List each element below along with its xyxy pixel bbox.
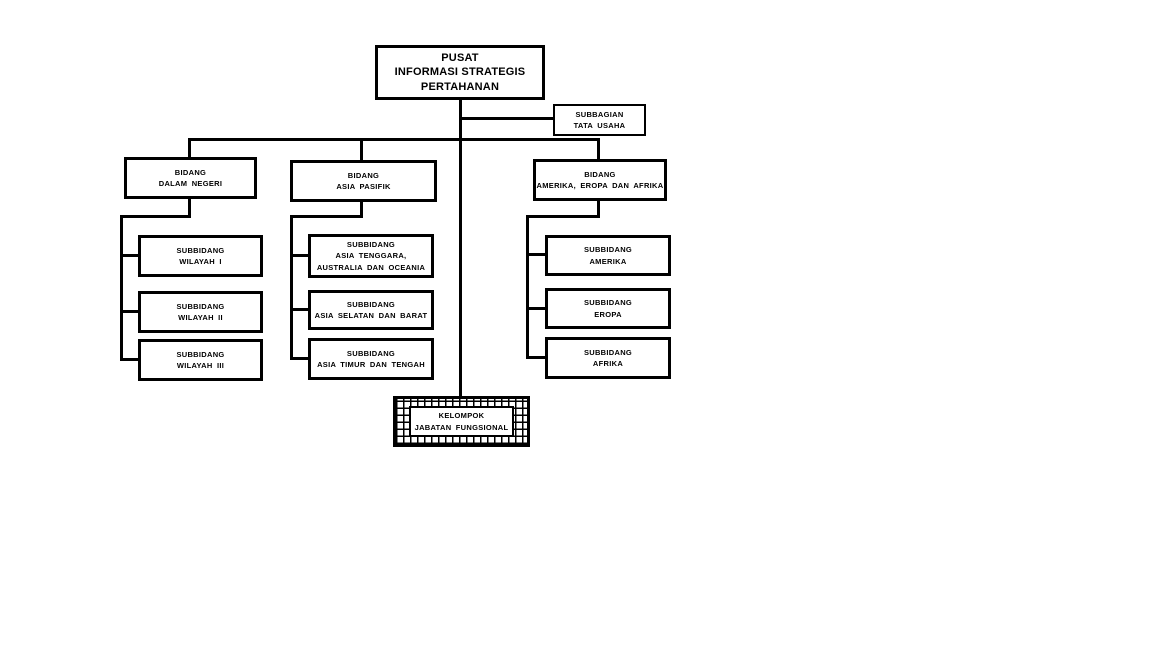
subbidang-amerika-box: SUBBIDANG AMERIKA [545,235,671,276]
connector-col3-stub-1 [526,253,545,256]
subbidang-asia-tenggara-australia-oceania-box: SUBBIDANG ASIA TENGGARA, AUSTRALIA DAN O… [308,234,434,278]
connector-col2-stub-3 [290,357,308,360]
subbidang-wilayah-1-box: SUBBIDANG WILAYAH I [138,235,263,277]
subbidang-wilayah-2-box: SUBBIDANG WILAYAH II [138,291,263,333]
connector-col3-elbow [526,215,600,218]
subbidang-wilayah-3-box: SUBBIDANG WILAYAH III [138,339,263,381]
connector-col1-rail [120,215,123,360]
connector-col2-elbow [290,215,363,218]
subbagian-tata-usaha-box: SUBBAGIAN TATA USAHA [553,104,646,136]
connector-col3-rail [526,215,529,358]
connector-main-horizontal [188,138,600,141]
subbidang-eropa-box: SUBBIDANG EROPA [545,288,671,329]
connector-col1-stub-1 [120,254,138,257]
org-root-box: PUSAT INFORMASI STRATEGIS PERTAHANAN [375,45,545,100]
connector-col1-stub-3 [120,358,138,361]
bidang-asia-pasifik-box: BIDANG ASIA PASIFIK [290,160,437,202]
kelompok-jabatan-fungsional-box: KELOMPOK JABATAN FUNGSIONAL [409,406,514,437]
connector-col1-drop [188,197,191,218]
subbidang-afrika-box: SUBBIDANG AFRIKA [545,337,671,379]
kelompok-jabatan-fungsional-frame: KELOMPOK JABATAN FUNGSIONAL [393,396,530,447]
connector-subbagian-stub [459,117,555,120]
connector-col1-stub-2 [120,310,138,313]
connector-col2-stub-2 [290,308,308,311]
subbidang-asia-selatan-barat-box: SUBBIDANG ASIA SELATAN DAN BARAT [308,290,434,330]
connector-col3-drop [597,199,600,218]
connector-drop-bidang-3 [597,138,600,161]
connector-col3-stub-3 [526,356,545,359]
connector-col1-elbow [120,215,191,218]
connector-drop-bidang-2 [360,138,363,162]
connector-col2-stub-1 [290,254,308,257]
connector-col3-stub-2 [526,307,545,310]
connector-center-vertical [459,99,462,397]
bidang-amerika-eropa-afrika-box: BIDANG AMERIKA, EROPA DAN AFRIKA [533,159,667,201]
connector-drop-bidang-1 [188,138,191,159]
connector-col2-drop [360,200,363,218]
bidang-dalam-negeri-box: BIDANG DALAM NEGERI [124,157,257,199]
connector-col2-rail [290,215,293,360]
subbidang-asia-timur-tengah-box: SUBBIDANG ASIA TIMUR DAN TENGAH [308,338,434,380]
